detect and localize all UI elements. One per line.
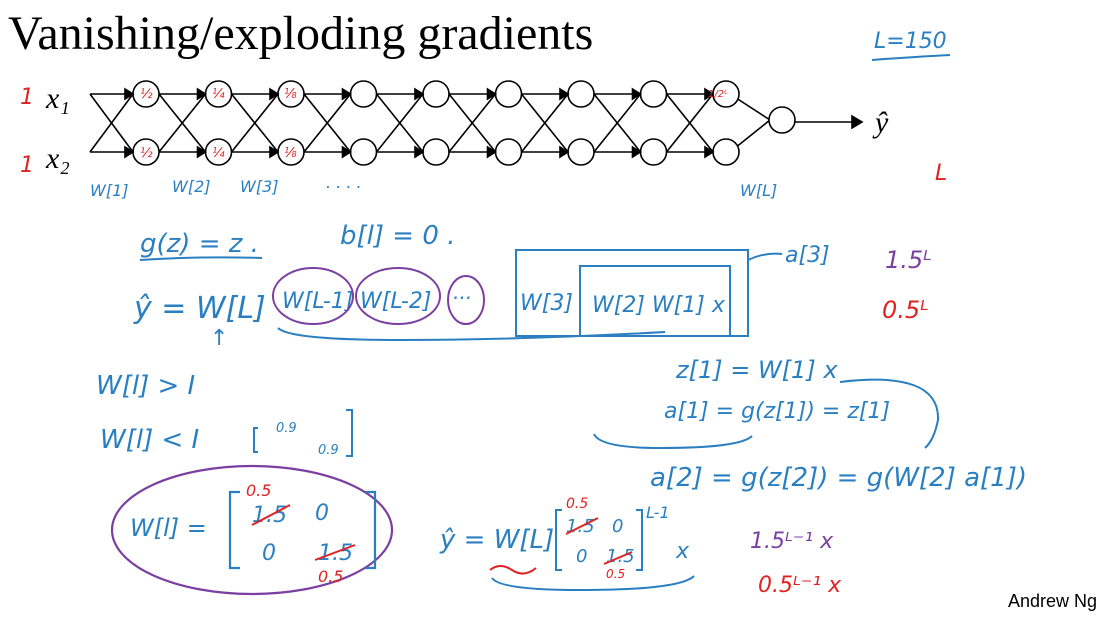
input-x1: x₁ <box>45 82 70 115</box>
weight-label-dots: . . . . <box>326 173 362 192</box>
edge-arrowhead <box>704 87 715 101</box>
bias-eq: b[l] = 0 . <box>340 221 455 251</box>
wl-matrix-lhs: W[l] = <box>130 514 207 542</box>
hidden-node-4-top <box>349 80 378 108</box>
slide-title: Vanishing/exploding gradients <box>8 7 594 60</box>
wl-m21: 0 <box>262 541 276 566</box>
input-mark-2: 1 <box>20 153 34 178</box>
ellipsis: ··· <box>452 286 471 310</box>
edge-arrowhead <box>341 87 353 101</box>
edge-arrowhead <box>486 87 498 101</box>
small-matrix-2: 0.9 <box>318 443 339 458</box>
input-x2: x₂ <box>45 142 70 175</box>
hidden-node-5-bottom <box>422 138 450 166</box>
wl-corr-2: 0.5 <box>318 567 343 586</box>
wl-m12: 0 <box>315 501 329 526</box>
yhat2-lhs: ŷ = W[L] <box>439 525 554 555</box>
node-label-bottom-3: ⅛ <box>284 146 297 161</box>
output-node <box>768 106 796 134</box>
edge-arrowhead <box>631 145 643 159</box>
node-label-top-3: ⅛ <box>284 87 297 102</box>
hidden-node-8-top <box>639 80 668 108</box>
edge-arrowhead <box>559 87 570 101</box>
wl-m22: 1.5 <box>318 541 353 566</box>
hidden-node-7-top <box>567 80 595 108</box>
a1-eq: a[1] = g(z[1]) = z[1] <box>664 399 890 424</box>
edge-arrowhead <box>704 145 715 159</box>
weight-label-3: W[3] <box>240 177 278 196</box>
yhat-eq: ŷ = W[L] <box>133 291 266 326</box>
growth-note-2: 1.5ᴸ⁻¹ x <box>750 529 834 554</box>
edge-arrowhead <box>414 145 425 159</box>
wl-corr-1: 0.5 <box>246 481 271 500</box>
edge-arrowhead <box>124 145 135 159</box>
node-label-top-last: 1/2ᴸ <box>708 89 728 100</box>
a3-label: a[3] <box>785 243 830 268</box>
yhat-arrow: ↑ <box>210 326 228 351</box>
w-L-1: W[L-1] <box>282 289 353 314</box>
edge-arrowhead <box>196 145 208 159</box>
w-L-2: W[L-2] <box>360 289 431 314</box>
yhat2-exponent: L-1 <box>646 503 670 522</box>
growth-note: 1.5ᴸ <box>885 246 932 274</box>
w3-term: W[3] <box>520 291 573 316</box>
handwritten-notes: g(z) = z . b[l] = 0 . ŷ = W[L] ↑ W[L-1] … <box>96 221 1027 493</box>
weight-label-L: W[L] <box>740 181 777 200</box>
node-label-top-2: ¼ <box>212 87 225 102</box>
hidden-node-7-bottom <box>567 138 595 166</box>
edge-arrowhead <box>559 145 570 159</box>
edge-arrowhead <box>341 145 353 159</box>
output-yhat: ŷ <box>872 106 889 139</box>
weight-matrix-example: W[l] = 1.5 0 0 1.5 0.5 0.5 <box>110 464 394 596</box>
input-mark-1: 1 <box>20 85 34 110</box>
yhat-matrix-example: ŷ = W[L] 1.5 0 0 1.5 0.5 0.5 L-1 x 1.5ᴸ⁻… <box>439 496 842 598</box>
edge-arrowhead <box>196 87 208 101</box>
yhat2-x: x <box>675 539 690 564</box>
L-mark: L <box>935 161 947 186</box>
edge-arrowhead <box>124 87 135 101</box>
lt-identity: W[l] < I <box>100 425 199 455</box>
depth-note: L=150 <box>874 29 947 54</box>
yhat2-corr-2: 0.5 <box>606 567 625 581</box>
weight-label-1: W[1] <box>90 181 128 200</box>
activation-eq: g(z) = z . <box>140 229 259 259</box>
w2w1x-term: W[2] W[1] x <box>592 293 726 318</box>
edge-arrowhead <box>269 87 280 101</box>
network-diagram <box>89 80 864 166</box>
slide-byline: Andrew Ng <box>1007 591 1097 611</box>
z1-eq: z[1] = W[1] x <box>675 356 838 384</box>
edge-arrowhead <box>631 87 643 101</box>
weight-label-2: W[2] <box>172 177 210 196</box>
yhat2-m12: 0 <box>612 516 623 537</box>
edge-arrowhead <box>486 145 498 159</box>
node-label-bottom-2: ¼ <box>212 146 225 161</box>
hidden-node-8-bottom <box>639 138 668 166</box>
decay-note-2: 0.5ᴸ⁻¹ x <box>758 573 842 598</box>
hidden-node-6-bottom <box>494 138 523 166</box>
hidden-node-4-bottom <box>349 138 378 166</box>
node-label-top-1: ½ <box>140 87 153 102</box>
edge-arrowhead <box>269 145 280 159</box>
decay-note: 0.5ᴸ <box>882 296 929 324</box>
gt-identity: W[l] > I <box>96 371 195 401</box>
yhat2-m21: 0 <box>576 546 587 567</box>
node-label-bottom-1: ½ <box>140 146 153 161</box>
hidden-node-5-top <box>422 80 450 108</box>
a2-eq: a[2] = g(z[2]) = g(W[2] a[1]) <box>650 463 1027 493</box>
small-matrix-1: 0.9 <box>276 421 297 436</box>
hidden-node-6-top <box>494 80 523 108</box>
yhat2-corr-1: 0.5 <box>566 496 588 512</box>
edge-arrowhead <box>414 87 425 101</box>
hidden-node-9-bottom <box>712 138 740 166</box>
